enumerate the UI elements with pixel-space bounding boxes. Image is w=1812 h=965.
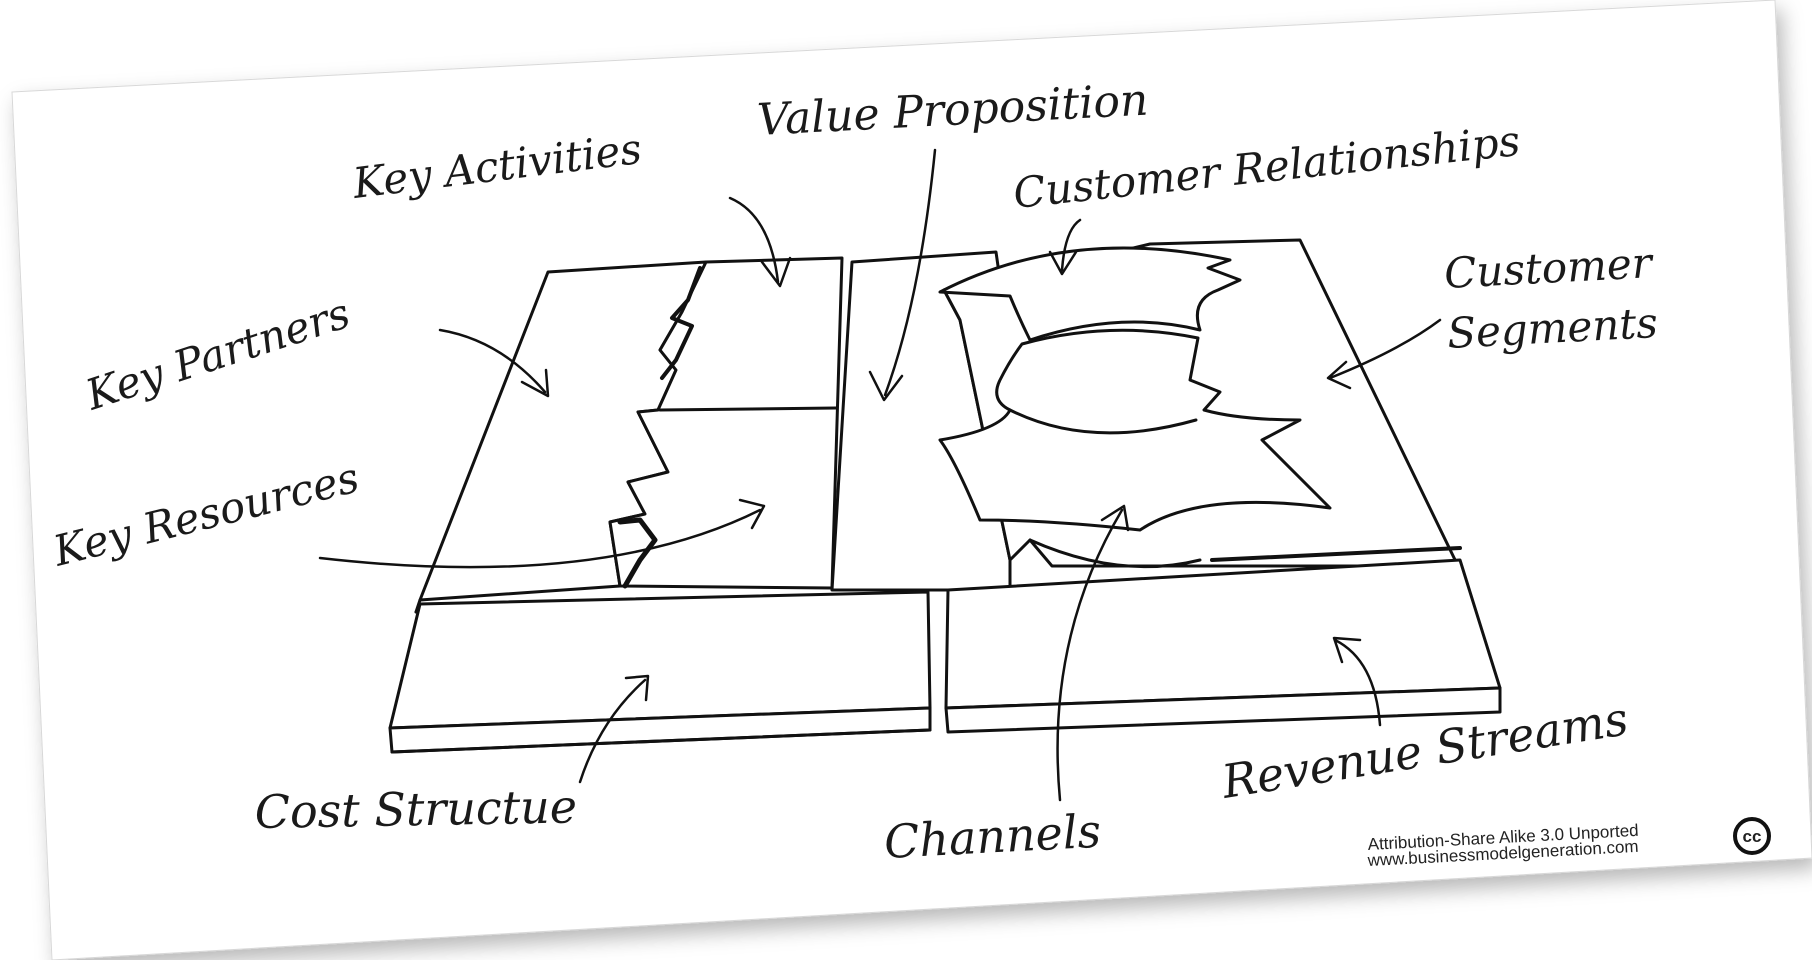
label-channels: Channels <box>883 804 1103 869</box>
label-cost-structure: Cost Structue <box>254 779 577 839</box>
cost-structure-block <box>388 590 932 754</box>
label-customer-segments-1: Customer <box>1443 238 1656 298</box>
left-upper-block <box>414 256 844 614</box>
right-upper-block <box>938 238 1462 569</box>
revenue-streams-block <box>944 558 1502 734</box>
cc-badge-label: cc <box>1743 827 1762 846</box>
cc-icon <box>1733 817 1771 855</box>
label-customer-segments-2: Segments <box>1446 298 1659 358</box>
arrows <box>318 148 1442 802</box>
